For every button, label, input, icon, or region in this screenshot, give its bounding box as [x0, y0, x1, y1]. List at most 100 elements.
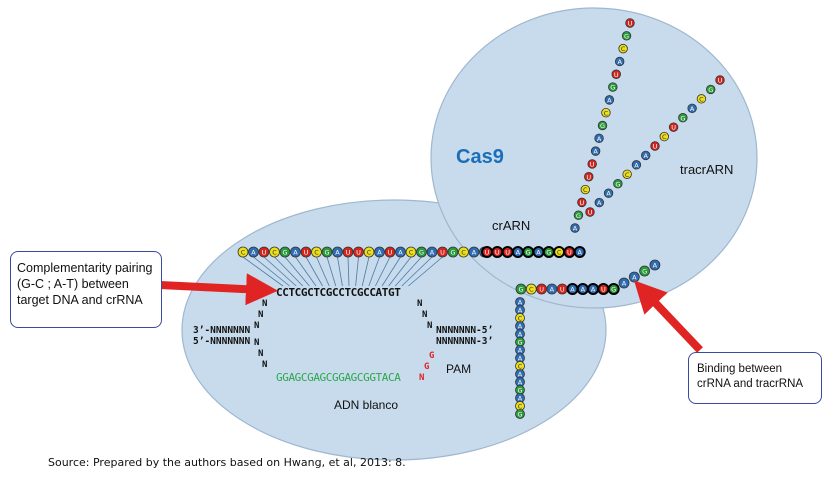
- pam-g2: G: [429, 351, 434, 361]
- nucleotide-letter: U: [388, 249, 393, 257]
- nucleotide-a: [570, 223, 580, 233]
- connector-line: [368, 256, 380, 287]
- nucleotide-letter: A: [335, 249, 340, 257]
- nucleotide-letter: U: [628, 20, 633, 28]
- connector-line: [326, 256, 337, 287]
- nucleotide-g: [573, 210, 584, 220]
- nucleotide-a: [290, 246, 301, 258]
- nucleotide-letter: U: [718, 77, 723, 85]
- nucleotide-u: [585, 207, 595, 217]
- nucleotide-letter: A: [591, 286, 596, 294]
- nucleotide-letter: G: [680, 114, 685, 122]
- nucleotide-u: [587, 159, 597, 169]
- nucleotide-letter: A: [518, 307, 523, 315]
- connector-line: [337, 256, 343, 287]
- nucleotide-letter: U: [586, 173, 591, 181]
- nucleotide-letter: G: [526, 249, 531, 257]
- nucleotide-letter: A: [516, 249, 521, 257]
- nucleotide-letter: U: [505, 249, 510, 257]
- nucleotide-g: [597, 120, 608, 131]
- nucleotide-c: [659, 131, 669, 142]
- nucleotide-letter: G: [546, 249, 551, 257]
- nucleotide-u: [584, 172, 594, 182]
- nucleotide-letter: C: [518, 315, 523, 323]
- linker-n: N: [254, 321, 259, 331]
- nucleotide-letter: U: [590, 161, 595, 169]
- nucleotide-letter: A: [550, 286, 555, 294]
- nucleotide-u: [300, 246, 312, 258]
- nucleotide-letter: U: [304, 249, 309, 257]
- nucleotide-u: [650, 141, 660, 151]
- nucleotide-letter: C: [699, 95, 704, 103]
- nucleotide-g: [515, 409, 525, 419]
- nucleotide-c: [237, 246, 249, 258]
- nucleotide-letter: A: [617, 58, 622, 66]
- nucleotide-letter: G: [708, 86, 713, 94]
- nucleotide-letter: A: [577, 249, 582, 257]
- linker-n: N: [258, 310, 263, 320]
- nucleotide-u: [258, 246, 270, 258]
- cas9-bubble: [430, 7, 758, 309]
- nucleotide-letter: G: [611, 286, 616, 294]
- nucleotide-g: [608, 82, 618, 92]
- nucleotide-letter: A: [518, 379, 523, 387]
- nucleotide-letter: C: [518, 363, 523, 371]
- connector-line: [408, 256, 443, 287]
- nucleotide-letter: G: [517, 339, 522, 347]
- nucleotide-letter: A: [377, 249, 382, 257]
- nucleotide-a: [468, 246, 480, 258]
- nucleotide-a: [594, 197, 604, 208]
- nucleotide-letter: C: [557, 249, 562, 257]
- nucleotide-u: [715, 75, 725, 85]
- nucleotide-u: [611, 69, 621, 79]
- nucleotide-c: [405, 246, 417, 258]
- nucleotide-letter: A: [518, 299, 523, 307]
- nucleotide-letter: C: [662, 133, 667, 141]
- nucleotide-a: [573, 246, 586, 258]
- nucleotide-g: [639, 265, 650, 277]
- nucleotide-a: [248, 246, 259, 258]
- nucleotide-letter: A: [606, 190, 611, 198]
- nucleotide-letter: G: [282, 249, 287, 257]
- connector-line: [295, 256, 317, 287]
- nucleotide-letter: A: [593, 148, 598, 156]
- nucleotide-letter: A: [430, 249, 435, 257]
- nucleotide-letter: U: [356, 249, 361, 257]
- nucleotide-letter: U: [588, 209, 593, 217]
- nucleotide-c: [601, 107, 611, 118]
- connector-line: [375, 256, 391, 287]
- tracrarn-label: tracrARN: [680, 162, 733, 177]
- connector-line: [401, 256, 433, 287]
- nucleotide-a: [426, 246, 438, 258]
- nucleotide-c: [618, 43, 628, 54]
- nucleotide-letter: U: [440, 249, 445, 257]
- nucleotide-letter: G: [518, 286, 523, 294]
- nucleotide-c: [269, 246, 280, 258]
- right-arrow: [633, 280, 703, 353]
- connector-line: [284, 256, 310, 287]
- nucleotide-letter: A: [251, 249, 256, 257]
- nucleotide-letter: U: [653, 143, 658, 151]
- nucleotide-u: [384, 246, 396, 258]
- nucleotide-letter: U: [485, 249, 490, 257]
- nucleotide-letter: A: [536, 249, 541, 257]
- nucleotide-u: [342, 246, 354, 258]
- nucleotide-letter: A: [597, 199, 602, 207]
- nucleotide-letter: U: [346, 249, 351, 257]
- nucleotide-letter: A: [632, 274, 637, 282]
- connector-line: [316, 256, 330, 287]
- nucleotide-letter: A: [597, 135, 602, 143]
- crarn-label: crARN: [492, 218, 530, 233]
- pam-g1: G: [424, 362, 429, 372]
- nucleotide-c: [363, 246, 375, 258]
- pairing-lines: [242, 256, 443, 287]
- nucleotide-c: [622, 169, 632, 179]
- complementarity-callout: Complementarity pairing (G-C ; A-T) betw…: [10, 251, 162, 328]
- nucleotide-letter: A: [518, 371, 523, 379]
- nucleotide-letter: A: [622, 280, 627, 288]
- nucleotide-a: [618, 277, 630, 289]
- connector-line: [361, 256, 370, 287]
